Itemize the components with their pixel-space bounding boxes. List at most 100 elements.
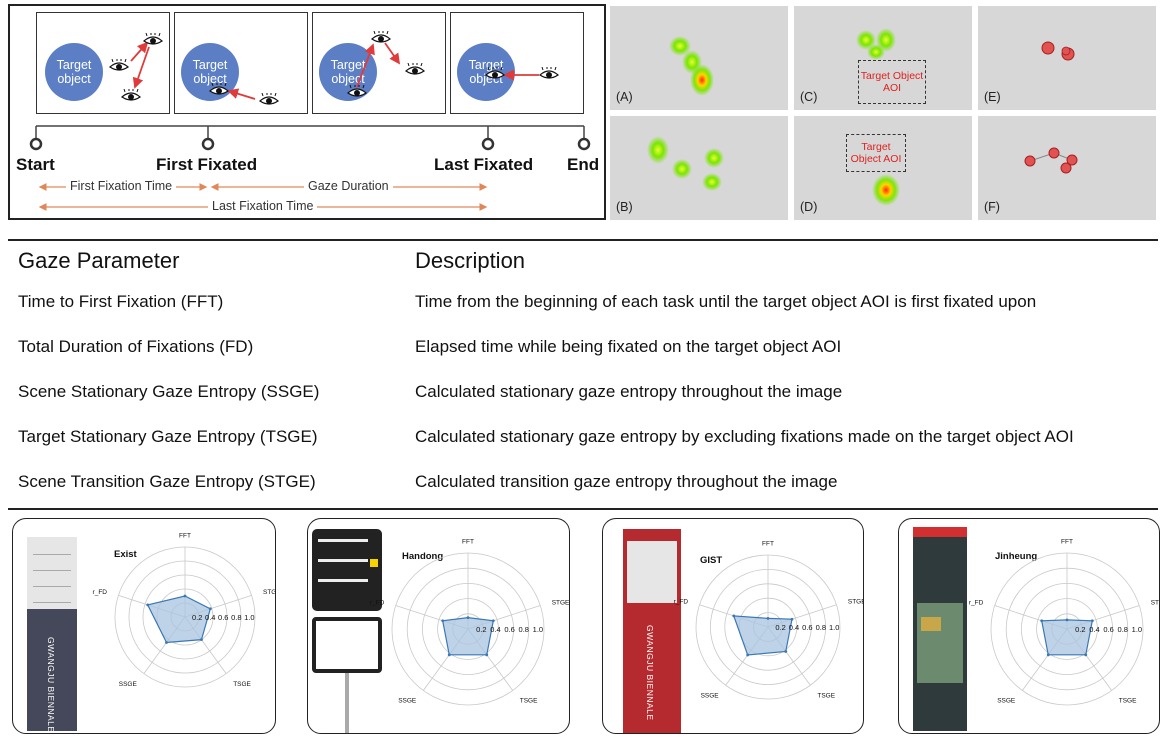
radial-tick-label: 0.2 [775,623,785,632]
radar-point [1065,618,1069,622]
span-first-fixation-time: First Fixation Time [66,179,177,193]
eye-icon [485,67,505,79]
gaze-arrows [503,69,539,81]
desc-cell: Calculated stationary gaze entropy throu… [415,382,843,401]
heatmap-label: (D) [800,200,818,214]
radial-tick-label: 0.4 [490,625,500,634]
param-cell: Target Stationary Gaze Entropy (TSGE) [18,427,318,446]
radial-tick-label: 0.8 [519,625,529,634]
param-cell: Time to First Fixation (FFT) [18,292,224,311]
column-header-description: Description [415,248,526,273]
axis-label: TSGE [233,681,251,688]
axis-label: SSGE [701,692,720,699]
signage-image: GWANGJU BIENNALE [623,529,681,733]
radar-point [491,619,495,623]
radar-series-area [146,595,212,644]
table-top-rule [8,239,1158,241]
eye-icon [109,59,129,71]
milestone-last-fixated: Last Fixated [434,155,534,174]
signage-text: GWANGJU BIENNALE [46,637,56,733]
frame-start: Target object [36,12,170,114]
eye-icon [259,93,279,105]
radar-point [146,603,150,607]
eye-icon [371,31,391,43]
signage-text: GWANGJU BIENNALE [645,625,655,721]
milestone-pin-start [29,126,43,151]
radar-point [165,641,168,644]
eye-icon [539,67,559,79]
radial-tick-label: 0.6 [218,613,228,622]
axis-label: TSGE [1119,698,1137,705]
eye-icon [405,63,425,75]
milestone-first-fixated: First Fixated [156,155,258,174]
chart-title: GIST [700,555,723,566]
chart-title: Exist [114,549,137,560]
radar-point [784,650,788,653]
chart-title: Jinheung [995,551,1038,562]
gaze-arrows [227,88,256,100]
radial-tick-label: 0.4 [789,623,799,632]
table-row: Total Duration of Fixations (FD) Elapsed… [0,337,1168,361]
radar-point [732,614,736,618]
gaze-timeline-diagram: Target object Target object Target objec… [8,4,606,220]
axis-label: r_FD [93,589,108,596]
radar-point [183,594,187,598]
desc-cell: Calculated stationary gaze entropy by ex… [415,427,1074,446]
axis-label: SSGE [997,698,1016,705]
radial-tick-label: 1.0 [1132,625,1142,634]
axis-label: STGE [263,589,276,596]
desc-cell: Calculated transition gaze entropy throu… [415,472,838,491]
radar-point [485,653,489,657]
radial-tick-label: 0.6 [802,623,812,632]
radar-series-area [732,615,793,656]
radar-point [1046,653,1050,657]
radar-series-area [1040,619,1094,656]
frame-last-fixated: Target object [450,12,584,114]
param-cell: Total Duration of Fixations (FD) [18,337,254,356]
milestone-pin-last [481,126,495,151]
heatmap-f: (F) [978,116,1156,220]
radar-card-jinheung: Jinheung 0.20.40.60.81.0FFTSTGETSGESSGEr… [898,518,1160,734]
signage-image [913,527,967,731]
radar-point [447,653,451,657]
radar-point [1084,653,1088,657]
radar-point [208,607,212,611]
radar-point [790,617,794,621]
axis-label: r_FD [370,599,385,606]
milestone-pin-first [201,126,215,151]
span-last-fixation-time: Last Fixation Time [208,199,318,213]
param-cell: Scene Transition Gaze Entropy (STGE) [18,472,316,491]
milestone-pin-end [577,126,591,151]
axis-label: r_FD [969,599,984,606]
radial-tick-label: 0.2 [192,613,202,622]
table-row: Target Stationary Gaze Entropy (TSGE) Ca… [0,427,1168,451]
radial-tick-label: 0.2 [476,625,486,634]
target-aoi-box: Target Object AOI [846,134,906,172]
gaze-arrows [356,42,401,88]
table-row: Scene Transition Gaze Entropy (STGE) Cal… [0,472,1168,496]
table-bottom-rule [8,508,1158,510]
signage-image: GWANGJU BIENNALE [27,537,77,733]
heatmap-label: (C) [800,90,818,104]
radial-tick-label: 0.4 [205,613,215,622]
chart-title: Handong [402,551,444,562]
axis-label: STGE [1151,599,1160,606]
radar-point [200,638,203,642]
heatmap-label: (E) [984,90,1001,104]
axis-label: TSGE [520,698,538,705]
milestone-end: End [567,155,600,174]
radial-tick-label: 1.0 [244,613,254,622]
heatmap-e: (E) [978,6,1156,110]
milestone-start: Start [16,155,55,174]
heatmap-label: (B) [616,200,633,214]
axis-label: FFT [179,533,191,540]
signage-image [312,529,384,733]
axis-label: SSGE [398,698,417,705]
axis-label: FFT [762,541,774,548]
frame-first-fixated: Target object [174,12,308,114]
param-cell: Scene Stationary Gaze Entropy (SSGE) [18,382,320,401]
